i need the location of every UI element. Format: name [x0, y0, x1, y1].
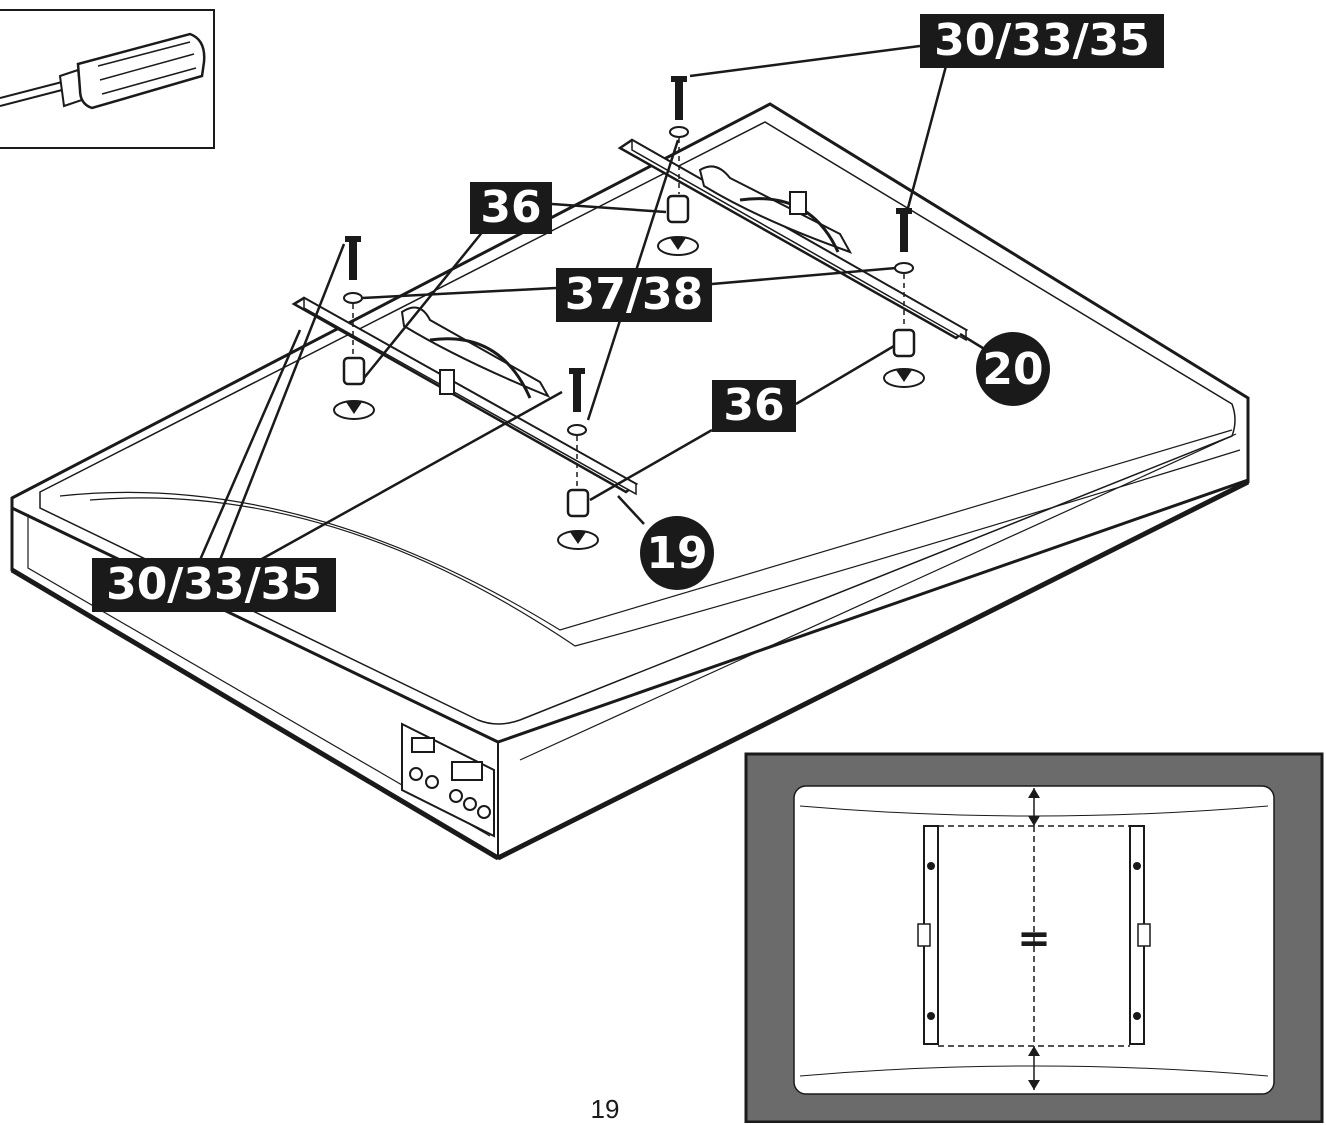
bracket-left — [291, 296, 639, 496]
label-spacer-lower: 36 — [712, 380, 796, 432]
washer — [894, 262, 914, 274]
screw — [671, 76, 687, 120]
callout-bracket-left: 19 — [640, 516, 714, 590]
inset-diagram: = — [744, 752, 1324, 1123]
equal-mark: = — [1017, 916, 1051, 962]
label-spacer-upper: 36 — [470, 182, 552, 234]
washer — [567, 424, 587, 436]
screwdriver-icon — [0, 9, 215, 149]
spacer — [557, 488, 599, 550]
washer — [669, 126, 689, 138]
page-number: 19 — [590, 1094, 620, 1124]
label-screw-set-bottom: 30/33/35 — [92, 558, 336, 612]
label-washer-set: 37/38 — [556, 268, 712, 322]
spacer — [333, 356, 375, 420]
label-screw-set-top: 30/33/35 — [920, 14, 1164, 68]
screw — [569, 368, 585, 412]
callout-bracket-right: 20 — [976, 332, 1050, 406]
alignment-lines — [352, 138, 905, 488]
washer — [343, 292, 363, 304]
bracket-right — [617, 138, 969, 342]
spacer — [657, 194, 699, 256]
connector-panel — [401, 722, 495, 838]
screw — [896, 208, 912, 252]
spacer — [883, 328, 925, 388]
screw — [345, 236, 361, 280]
